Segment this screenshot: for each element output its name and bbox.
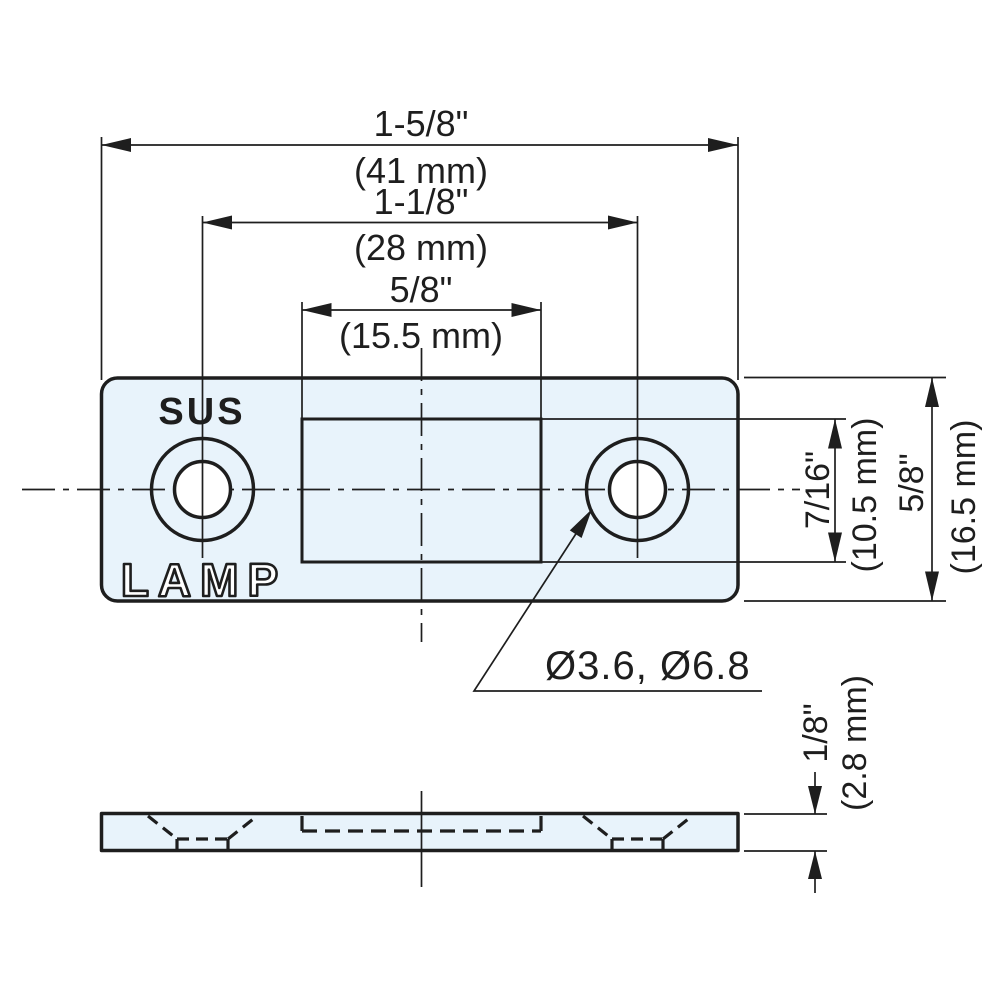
arrowhead-up [808,851,822,879]
arrowhead-right [708,138,738,152]
brand-logo: LAMP [121,554,287,606]
arrowhead-right [608,215,638,230]
arrowhead-left [101,138,131,152]
arrowhead-left [302,303,332,317]
overall-width-inch: 1-5/8" [374,103,469,144]
arrowhead-top [925,377,939,407]
hole-diameter-callout: Ø3.6, Ø6.8 [472,508,762,692]
arrowhead-right [511,303,541,317]
leader-arrowhead [569,509,592,538]
dimension-thickness: 1/8" (2.8 mm) [744,675,874,893]
overall-height-metric: (16.5 mm) [945,420,983,575]
arrowhead-bottom [925,571,939,601]
thickness-inch: 1/8" [797,703,835,762]
dimension-overall-height: 5/8" (16.5 mm) [744,376,983,602]
thickness-metric: (2.8 mm) [836,675,874,811]
overall-width-metric: (41 mm) [354,150,488,191]
overall-height-inch: 5/8" [893,453,931,512]
recess-width-metric: (15.5 mm) [339,315,503,356]
left-countersink-hidden [147,814,258,850]
leader-line [472,508,762,692]
hole-spacing-inch: 1-1/8" [374,181,469,222]
recess-height-metric: (10.5 mm) [846,418,884,573]
dimension-recess-width: 5/8" (15.5 mm) [301,269,542,419]
material-label: SUS [158,391,245,433]
recess-height-inch: 7/16" [799,451,837,529]
dimension-hole-spacing: 1-1/8" (28 mm) [202,181,638,268]
dimension-overall-width: 1-5/8" (41 mm) [100,103,739,380]
dimension-recess-height: 7/16" (10.5 mm) [541,418,884,573]
plan-view: SUS LAMP [22,216,800,642]
arrowhead-bottom [828,532,842,562]
arrowhead-left [202,215,232,230]
hole-spacing-metric: (28 mm) [354,227,488,268]
arrowhead-down [808,786,822,814]
side-view [99,791,740,887]
hole-diameters-label: Ø3.6, Ø6.8 [545,644,751,688]
recess-width-inch: 5/8" [390,269,453,310]
right-countersink-hidden [582,814,693,850]
arrowhead-top [828,419,842,449]
recess-outline [300,417,543,564]
recess-hidden [300,816,543,833]
